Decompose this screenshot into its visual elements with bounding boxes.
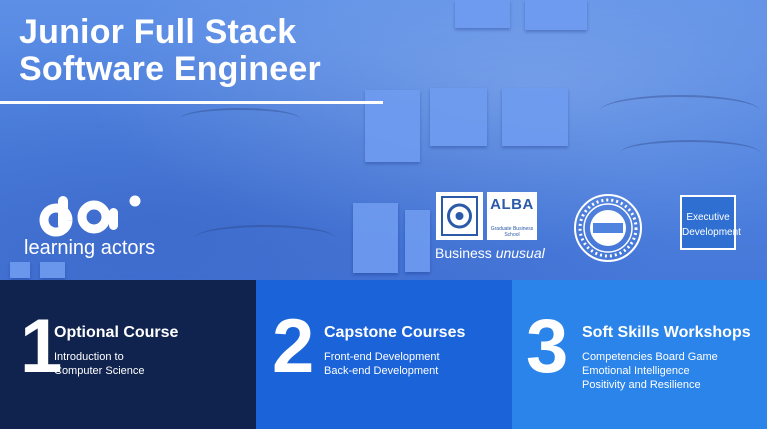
course-panel-2: 2 Capstone Courses Front-end Development…	[256, 280, 512, 429]
whiteboard-scribble	[600, 95, 760, 127]
alba-tagline: Business unusual	[435, 245, 545, 261]
whiteboard-scribble	[195, 225, 335, 251]
panel-title: Soft Skills Workshops	[582, 324, 751, 341]
title-divider	[0, 101, 383, 104]
executive-development-logo: Executive Development	[680, 195, 741, 250]
title-line-2: Software Engineer	[19, 50, 321, 88]
sticky-note	[353, 203, 398, 273]
panel-line: Introduction to	[54, 351, 124, 363]
panel-description: Introduction to Computer Science	[54, 350, 145, 378]
alba-wordmark: ALBA	[490, 196, 534, 213]
hero-banner: Junior Full Stack Software Engineer lear…	[0, 0, 767, 280]
crest-icon	[441, 196, 478, 236]
panel-line: Positivity and Resilience	[582, 379, 701, 391]
alba-crest	[436, 192, 483, 240]
course-panel-1: 1 Optional Course Introduction to Comput…	[0, 280, 256, 429]
panel-description: Competencies Board Game Emotional Intell…	[582, 350, 718, 392]
alba-tagline-plain: Business	[435, 245, 496, 261]
sticky-note	[525, 0, 587, 30]
panel-line: Front-end Development	[324, 351, 440, 363]
sticky-note	[10, 262, 30, 278]
panel-description: Front-end Development Back-end Developme…	[324, 350, 440, 378]
learning-actors-logo-icon	[39, 195, 141, 237]
exec-line-2: Development	[682, 227, 741, 238]
sticky-note	[405, 210, 430, 272]
panel-line: Computer Science	[54, 365, 145, 377]
panel-line: Back-end Development	[324, 365, 439, 377]
alba-tagline-italic: unusual	[495, 245, 545, 261]
panel-number: 3	[526, 304, 569, 389]
course-panel-3: 3 Soft Skills Workshops Competencies Boa…	[512, 280, 767, 429]
panel-line: Competencies Board Game	[582, 351, 718, 363]
alba-subtitle: Graduate Business School	[490, 226, 534, 238]
acg-seal-icon	[574, 194, 642, 262]
alba-wordmark-box	[487, 192, 537, 240]
page-title: Junior Full Stack Software Engineer	[19, 14, 321, 88]
title-line-1: Junior Full Stack	[19, 13, 297, 51]
panel-number: 2	[272, 304, 315, 389]
sticky-note	[502, 88, 568, 146]
exec-line-1: Executive	[686, 212, 730, 223]
panel-number: 1	[20, 304, 63, 389]
panel-title: Capstone Courses	[324, 324, 466, 341]
sticky-note	[430, 88, 487, 146]
panel-line: Emotional Intelligence	[582, 365, 690, 377]
sticky-note	[40, 262, 65, 278]
whiteboard-scribble	[180, 108, 300, 130]
whiteboard-scribble	[620, 140, 760, 166]
sticky-note	[455, 0, 510, 28]
learning-actors-wordmark: learning actors	[24, 237, 156, 259]
panel-title: Optional Course	[54, 324, 179, 341]
